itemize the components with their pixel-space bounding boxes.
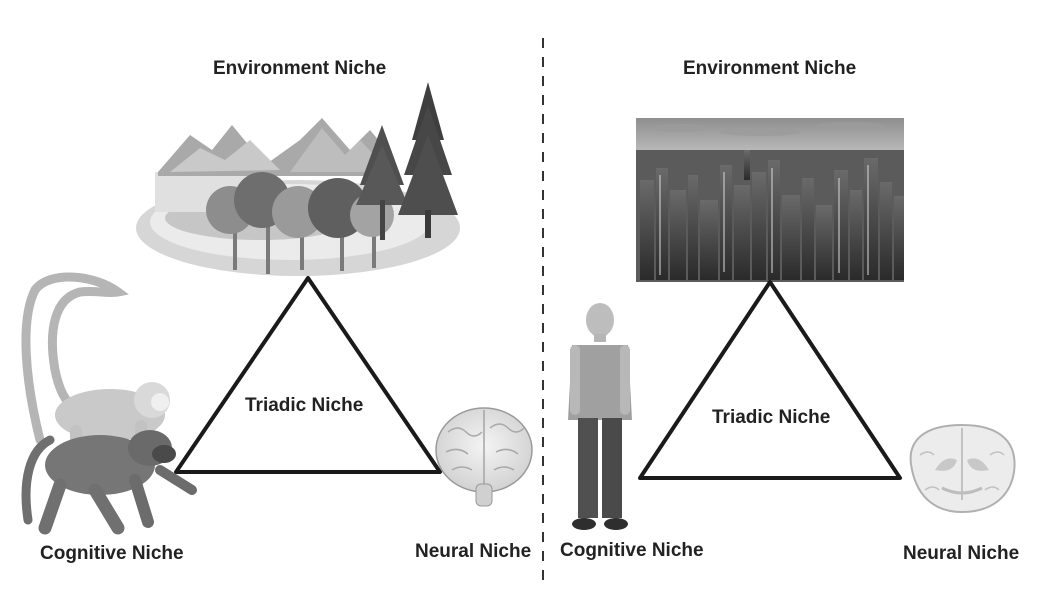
neural-niche-label-left: Neural Niche xyxy=(415,541,532,562)
triad-triangle-left xyxy=(174,276,442,474)
forest-landscape-illustration xyxy=(136,82,460,276)
neural-niche-label-right: Neural Niche xyxy=(903,543,1020,564)
triadic-niche-label-left: Triadic Niche xyxy=(245,395,364,416)
cognitive-niche-label-left: Cognitive Niche xyxy=(40,543,184,564)
environment-niche-label-right: Environment Niche xyxy=(683,58,857,79)
environment-niche-label-left: Environment Niche xyxy=(213,58,387,79)
city-skyline-photo xyxy=(636,118,904,282)
cognitive-niche-label-right: Cognitive Niche xyxy=(560,540,704,561)
triadic-niche-label-right: Triadic Niche xyxy=(712,407,831,428)
monkeys-illustration xyxy=(21,272,197,535)
human-figure-illustration xyxy=(568,303,632,530)
triad-triangle-right xyxy=(638,280,902,480)
brain-cross-section-illustration xyxy=(909,423,1016,514)
brain-illustration xyxy=(435,407,533,507)
